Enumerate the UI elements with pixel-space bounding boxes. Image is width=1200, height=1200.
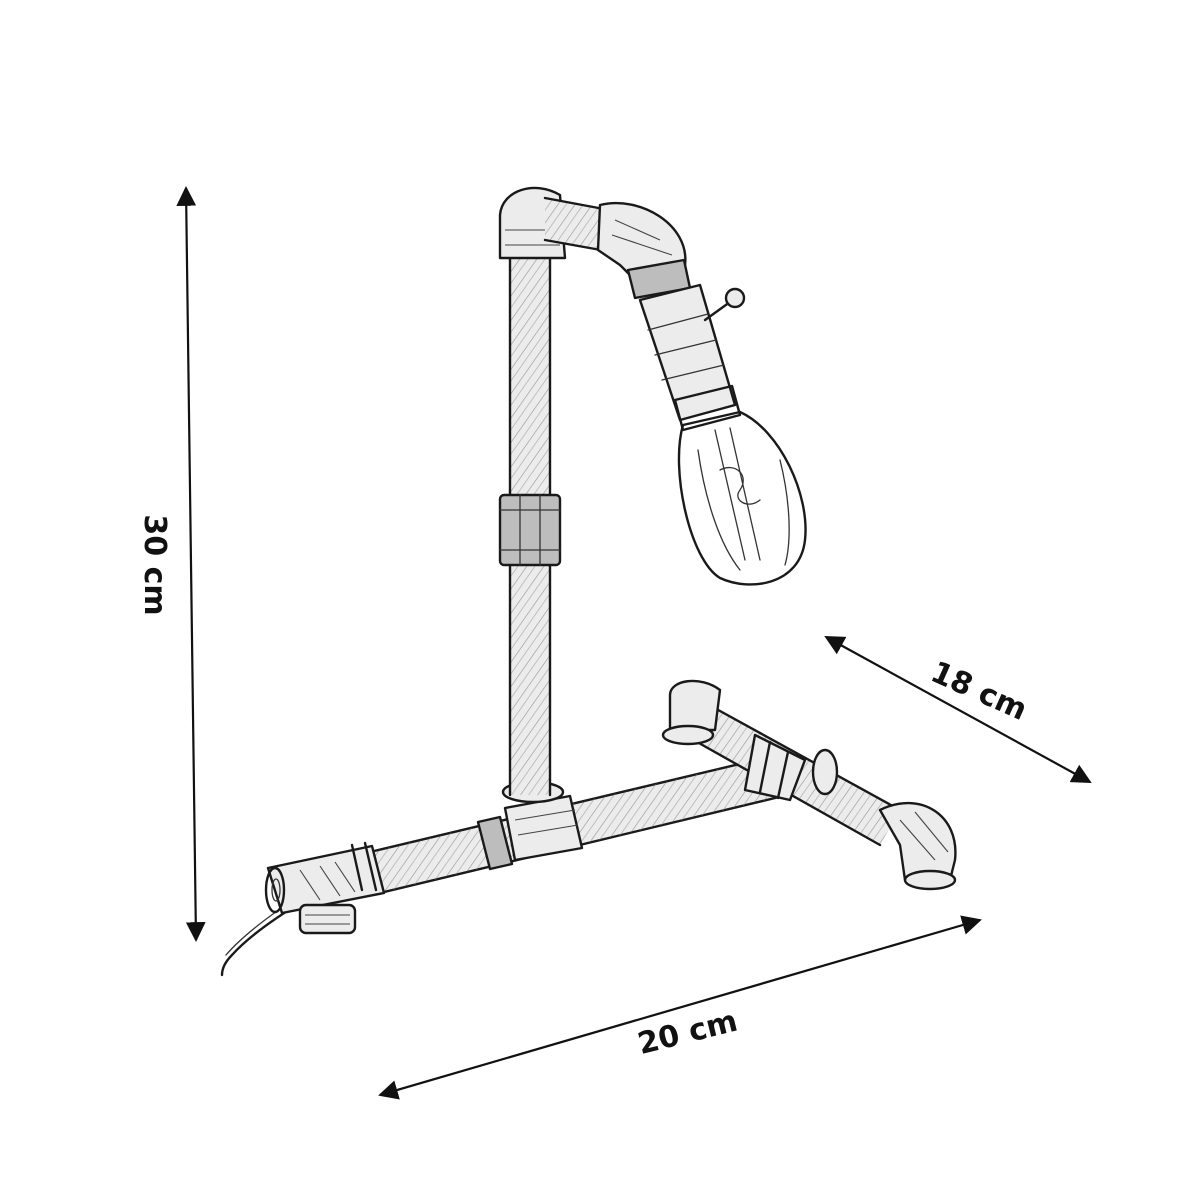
edison-bulb [677,410,807,586]
height-label: 30 cm [137,514,172,615]
left-tee-fitting [264,841,386,935]
top-right-elbow [596,201,692,300]
width-dimension: 20 cm [378,915,982,1100]
height-dimension: 30 cm [137,186,206,942]
base-pipe [368,750,802,895]
base-coupler [476,815,514,871]
width-label: 20 cm [634,1004,741,1062]
lamp-socket [638,283,746,432]
depth-label: 18 cm [925,655,1032,728]
right-tee-fitting [743,733,839,802]
socket-switch [703,300,732,322]
pipe-lamp-illustration [220,186,957,977]
width-arrow [378,915,982,1100]
front-right-elbow [878,801,957,891]
height-arrow [176,186,206,942]
depth-dimension: 18 cm [824,636,1092,783]
back-elbow [661,679,722,746]
depth-arrow [824,636,1092,783]
upright-coupling [498,493,562,567]
